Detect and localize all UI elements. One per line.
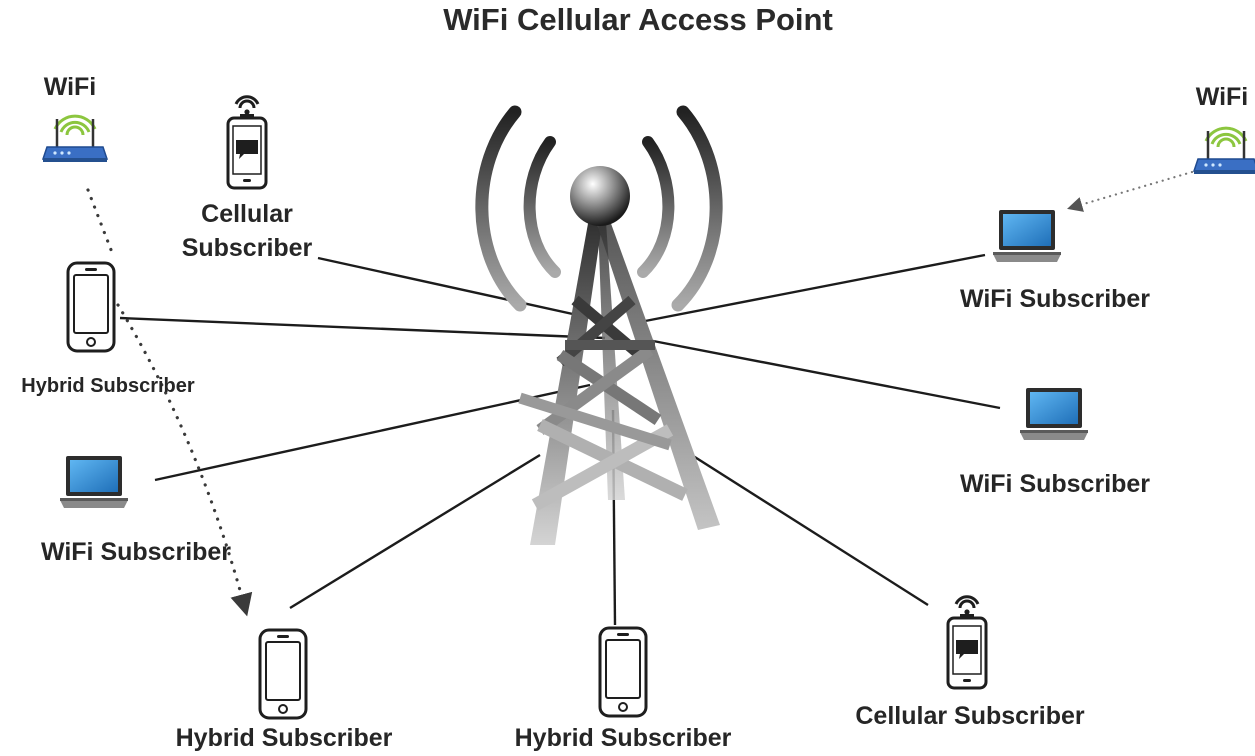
wifi-sub-left-label: WiFi Subscriber [41, 538, 231, 566]
laptop-icon [60, 456, 128, 508]
link-wifi-sub-left [154, 383, 591, 482]
wifi-right-label: WiFi [1196, 83, 1249, 111]
wifi-left-label: WiFi [44, 73, 97, 101]
cellular-top-label-line2: Subscriber [182, 234, 313, 262]
link-wifi-sub-right-mid [647, 338, 1001, 410]
wifi-router-icon [1192, 126, 1255, 176]
smartphone-icon [598, 626, 648, 718]
connection-lines [119, 253, 1001, 626]
wifi-sub-right-mid-label: WiFi Subscriber [960, 470, 1150, 498]
cell-tower-icon [475, 105, 723, 545]
link-wifi-sub-right-top [639, 253, 986, 324]
diagram-title: WiFi Cellular Access Point [443, 2, 833, 37]
smartphone-icon [66, 261, 116, 353]
laptop-icon [993, 210, 1061, 262]
cellular-top-label-line1: Cellular [201, 200, 293, 228]
link-cellular-bottom-right [667, 438, 929, 607]
laptop-icon [1020, 388, 1088, 440]
hybrid-bottom-left-label: Hybrid Subscriber [176, 724, 393, 752]
link-hybrid-left [119, 316, 606, 340]
link-hybrid-bottom-left [289, 453, 541, 610]
cellular-bottom-right-label: Cellular Subscriber [855, 702, 1085, 730]
hybrid-bottom-center-label: Hybrid Subscriber [515, 724, 732, 752]
smartphone-icon [258, 628, 308, 720]
wifi-router-icon [41, 114, 109, 164]
dotted-link-wifi-right [1067, 170, 1194, 212]
feature-phone-icon [946, 595, 988, 690]
wifi-sub-right-top-label: WiFi Subscriber [960, 285, 1150, 313]
hybrid-left-label: Hybrid Subscriber [21, 375, 195, 397]
link-cellular-top [317, 256, 601, 322]
feature-phone-icon [226, 95, 268, 190]
dotted-link-wifi-left [86, 188, 115, 257]
